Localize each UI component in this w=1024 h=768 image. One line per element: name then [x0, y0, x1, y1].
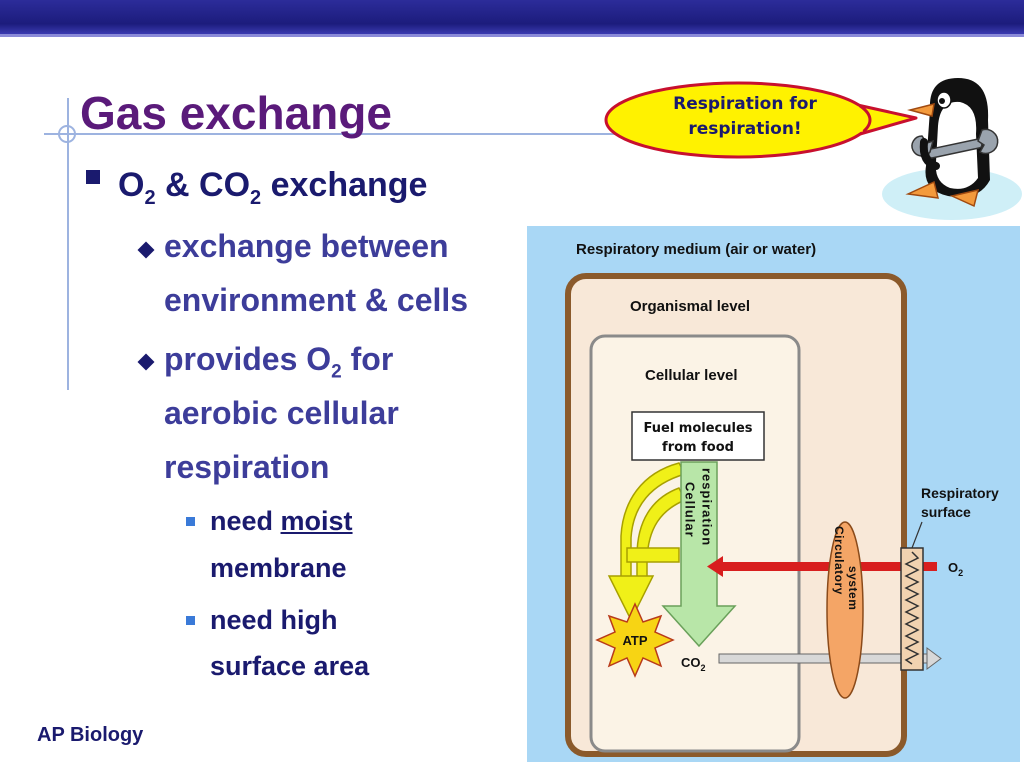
- bullet-provides-line1: provides O2 for: [164, 341, 394, 383]
- small-square-bullet-icon: [186, 616, 195, 625]
- fuel-box: [631, 411, 765, 461]
- footer-label: AP Biology: [37, 724, 144, 746]
- o2-label: O2: [948, 560, 963, 578]
- guide-circle-icon: [58, 125, 76, 143]
- system-vertical-label: system: [846, 566, 860, 610]
- left-guide-line: [67, 98, 69, 390]
- detail-surface-line2: surface area: [210, 651, 370, 681]
- small-square-bullet-icon: [186, 517, 195, 526]
- bullet-provides-line3: respiration: [164, 449, 330, 485]
- respiratory-surface-label-line2: surface: [921, 504, 971, 520]
- diamond-bullet-icon: [137, 353, 155, 371]
- gas-exchange-diagram: Respiratory medium (air or water) Organi…: [527, 226, 1020, 762]
- co2-arrow: [718, 647, 942, 670]
- slide-title: Gas exchange: [80, 87, 392, 139]
- penguin-mascot-icon: [882, 78, 1022, 220]
- respiration-arrow: [661, 461, 737, 648]
- organismal-level-label: Organismal level: [630, 298, 750, 315]
- respiratory-surface-label-line1: Respiratory: [921, 485, 999, 501]
- top-bar: [0, 0, 1024, 34]
- diamond-bullet-icon: [137, 241, 155, 259]
- circulatory-system: [826, 521, 864, 699]
- top-bar-accent: [0, 34, 1024, 37]
- speech-bubble-shape: [604, 81, 918, 159]
- speech-bubble-line2: respiration!: [688, 119, 802, 139]
- atp-label: ATP: [622, 633, 647, 648]
- bullet-main: O2 & CO2 exchange: [118, 166, 428, 209]
- square-bullet-icon: [86, 170, 100, 184]
- bullet-exchange-line1: exchange between: [164, 228, 449, 264]
- atp-burst: [595, 602, 675, 678]
- fuel-label-line2: from food: [662, 440, 734, 455]
- bullet-provides-line2: aerobic cellular: [164, 395, 399, 431]
- speech-bubble-text: Respiration for respiration!: [640, 92, 850, 142]
- cellular-vertical-label: Cellular: [683, 482, 698, 538]
- cellular-level-label: Cellular level: [645, 367, 738, 384]
- detail-moist-line1: need moist: [210, 506, 353, 536]
- bullet-exchange-line2: environment & cells: [164, 282, 469, 318]
- circulatory-vertical-label: Circulatory: [832, 526, 846, 595]
- fuel-label-line1: Fuel molecules: [643, 421, 752, 436]
- detail-surface-line1: need high: [210, 605, 338, 635]
- speech-bubble-line1: Respiration for: [673, 94, 817, 114]
- co2-label: CO2: [681, 655, 706, 673]
- fuel-arrow: [607, 462, 687, 622]
- respiration-vertical-label: respiration: [700, 468, 715, 546]
- respiratory-medium-label: Respiratory medium (air or water): [576, 241, 816, 258]
- detail-moist-line2: membrane: [210, 553, 347, 583]
- title-guide-line: [44, 133, 684, 135]
